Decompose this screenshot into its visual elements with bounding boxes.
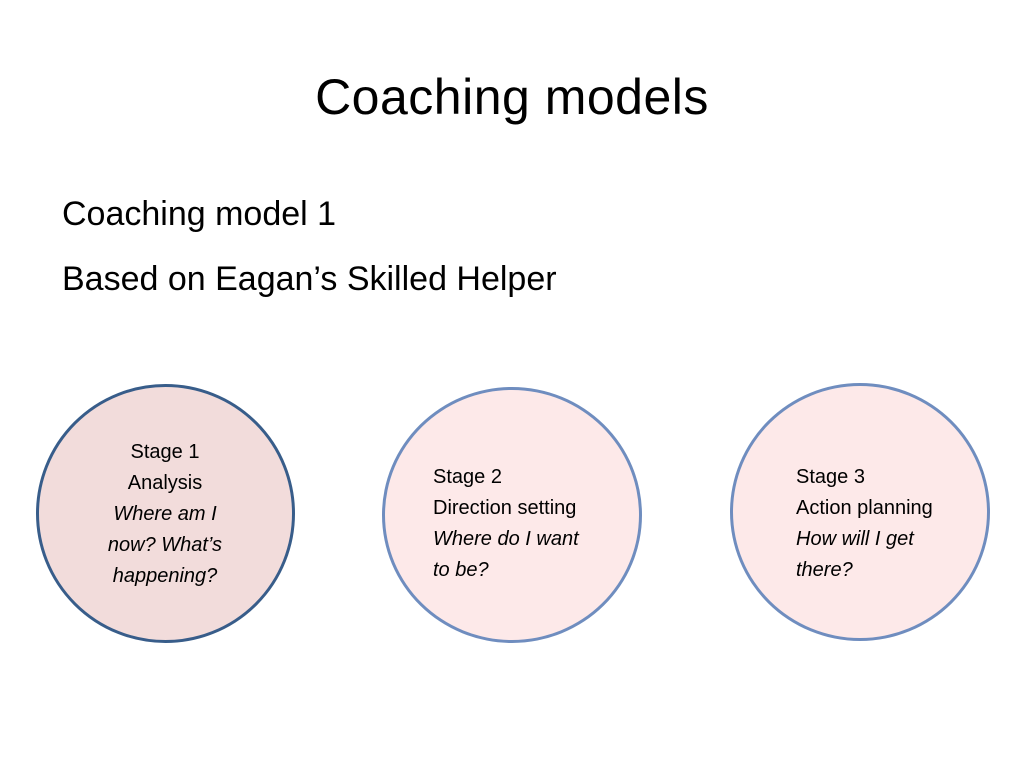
- stage-3-question-line: How will I get: [796, 528, 914, 550]
- subtitle-line-model: Coaching model 1: [62, 195, 337, 233]
- stage-1-label: Stage 1 Analysis Where am I now? What’s …: [70, 437, 260, 592]
- stage-3-circle: [730, 383, 990, 641]
- stage-1-question-line: now? What’s: [107, 534, 223, 556]
- stage-2-question-line: to be?: [433, 559, 489, 581]
- stage-3-name: Action planning: [796, 497, 933, 519]
- stage-1-question-line: happening?: [112, 565, 218, 587]
- stage-1-circle: [36, 384, 295, 643]
- stage-1-number: Stage 1: [130, 441, 200, 463]
- stage-1-name: Analysis: [127, 472, 203, 494]
- stage-2-number: Stage 2: [433, 466, 502, 488]
- stage-3-number: Stage 3: [796, 466, 865, 488]
- stage-2-label: Stage 2 Direction setting Where do I wan…: [433, 462, 623, 586]
- stage-3-question-line: there?: [796, 559, 853, 581]
- stage-3-label: Stage 3 Action planning How will I get t…: [796, 462, 976, 586]
- stage-1-question-line: Where am I: [113, 503, 217, 525]
- stage-2-circle: [382, 387, 642, 643]
- stage-2-name: Direction setting: [433, 497, 577, 519]
- stage-2-question-line: Where do I want: [433, 528, 579, 550]
- subtitle-line-basis: Based on Eagan’s Skilled Helper: [62, 260, 557, 298]
- slide-title: Coaching models: [315, 69, 709, 125]
